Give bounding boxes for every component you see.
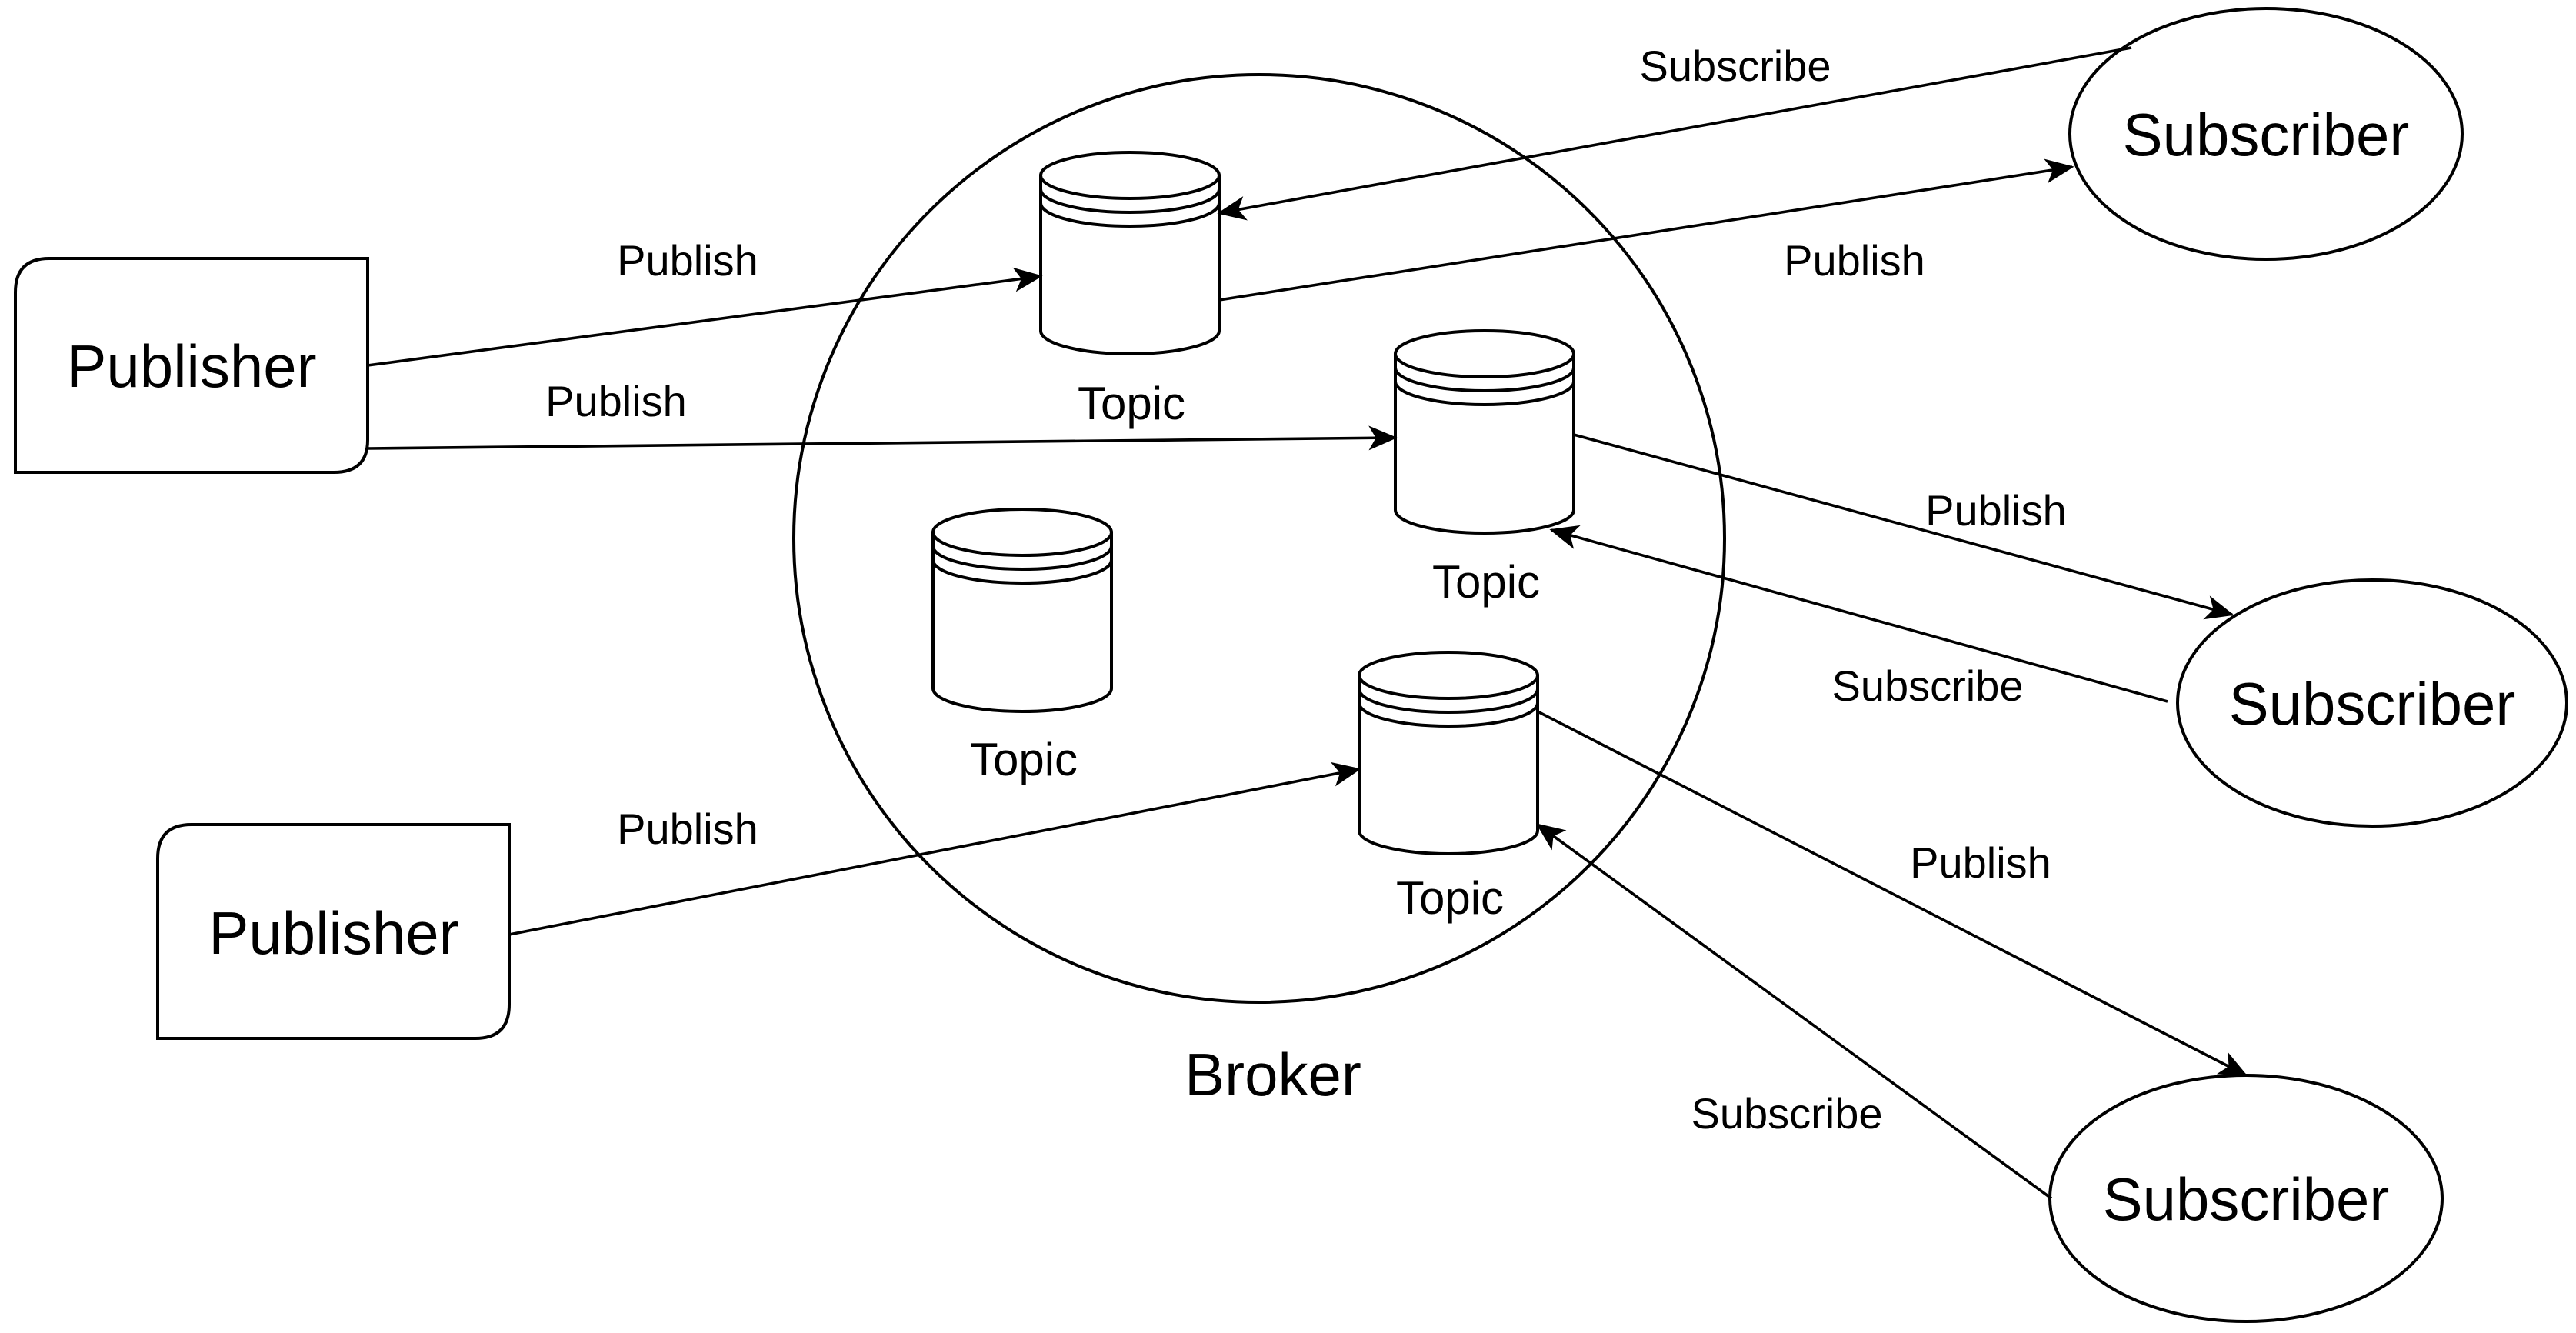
edge-publisher2-to-topic4[interactable] — [508, 761, 1361, 936]
topic-label: Topic — [1432, 556, 1540, 608]
subscriber-label: Subscriber — [2229, 670, 2516, 738]
edge-subscriber1-to-topic1[interactable] — [1217, 46, 2132, 221]
broker-label: Broker — [1185, 1041, 1361, 1108]
subscriber-node-2[interactable]: Subscriber — [2176, 578, 2568, 828]
edge-label: Publish — [545, 377, 687, 425]
edge-label: Subscribe — [1639, 42, 1831, 90]
edge-topic1-to-subscriber1[interactable] — [1218, 158, 2074, 302]
subscriber-label: Subscriber — [2123, 101, 2410, 168]
subscriber-node-3[interactable]: Subscriber — [2048, 1074, 2444, 1323]
topic-cylinder-1[interactable]: Topic — [1039, 151, 1221, 429]
edge-publisher1-to-topic1[interactable] — [367, 267, 1043, 367]
publisher-node-1[interactable]: Publisher — [14, 257, 369, 474]
edge-label: Publish — [1910, 838, 2051, 887]
edge-publisher1-to-topic2[interactable] — [367, 425, 1398, 451]
publisher-label: Publisher — [208, 899, 458, 967]
edge-label: Publish — [1925, 486, 2067, 535]
topic-cylinder-4[interactable]: Topic — [1358, 651, 1539, 924]
topic-label: Topic — [1078, 378, 1185, 429]
topic-label: Topic — [1396, 872, 1504, 924]
edge-label: Subscribe — [1831, 662, 2023, 710]
publisher-label: Publisher — [66, 332, 316, 400]
edge-topic4-to-subscriber3[interactable] — [1537, 710, 2248, 1077]
edge-subscriber3-to-topic4[interactable] — [1535, 823, 2053, 1200]
topic-label: Topic — [970, 734, 1078, 785]
edge-label: Publish — [617, 805, 758, 853]
edge-topic2-to-subscriber2[interactable] — [1573, 433, 2234, 620]
subscriber-label: Subscriber — [2103, 1165, 2390, 1233]
topic-cylinder-2[interactable]: Topic — [1394, 329, 1575, 608]
subscriber-node-1[interactable]: Subscriber — [2068, 7, 2464, 261]
publisher-node-2[interactable]: Publisher — [156, 823, 511, 1040]
edge-label: Publish — [1784, 236, 1925, 285]
edge-label: Publish — [617, 236, 758, 285]
topic-cylinder-3[interactable]: Topic — [931, 508, 1113, 785]
edge-label: Subscribe — [1691, 1089, 1882, 1138]
edge-subscriber2-to-topic2[interactable] — [1549, 525, 2168, 703]
